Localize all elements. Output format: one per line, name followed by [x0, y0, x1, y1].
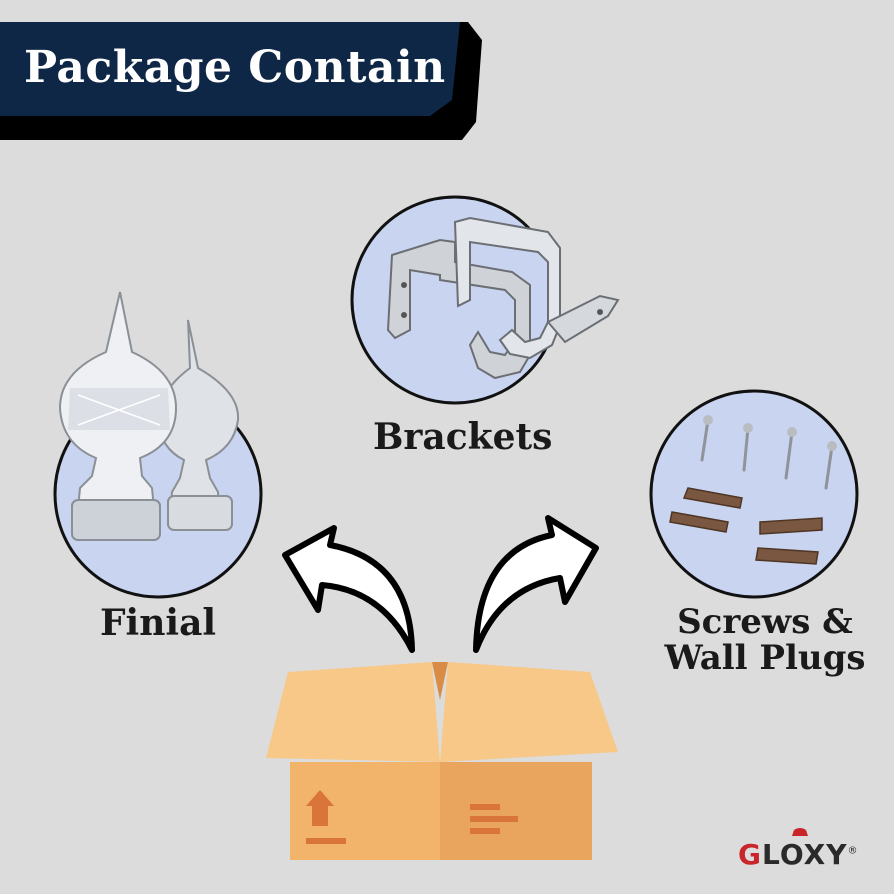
banner-title: Package Contain [24, 42, 446, 93]
screws-label: Screws & Wall Plugs [660, 604, 870, 676]
finial-image [58, 291, 240, 541]
arrow-left-icon [282, 525, 415, 653]
brand-mark: ® [847, 845, 859, 857]
finial-label: Finial [100, 602, 217, 644]
screws-image [669, 415, 837, 565]
screws-label-line2: Wall Plugs [664, 638, 866, 678]
brand-first-letter: G [738, 838, 762, 871]
brand-cap-icon [792, 828, 808, 836]
brand-logo: GLOXY® [738, 838, 859, 871]
package-box-icon [266, 662, 618, 860]
screws-label-line1: Screws & [677, 602, 853, 642]
screws-circle [649, 389, 859, 599]
bracket-image [386, 216, 620, 380]
brand-rest: LOXY [761, 838, 848, 871]
arrow-right-icon [473, 515, 599, 653]
brackets-label: Brackets [373, 416, 553, 458]
title-banner [0, 22, 482, 140]
